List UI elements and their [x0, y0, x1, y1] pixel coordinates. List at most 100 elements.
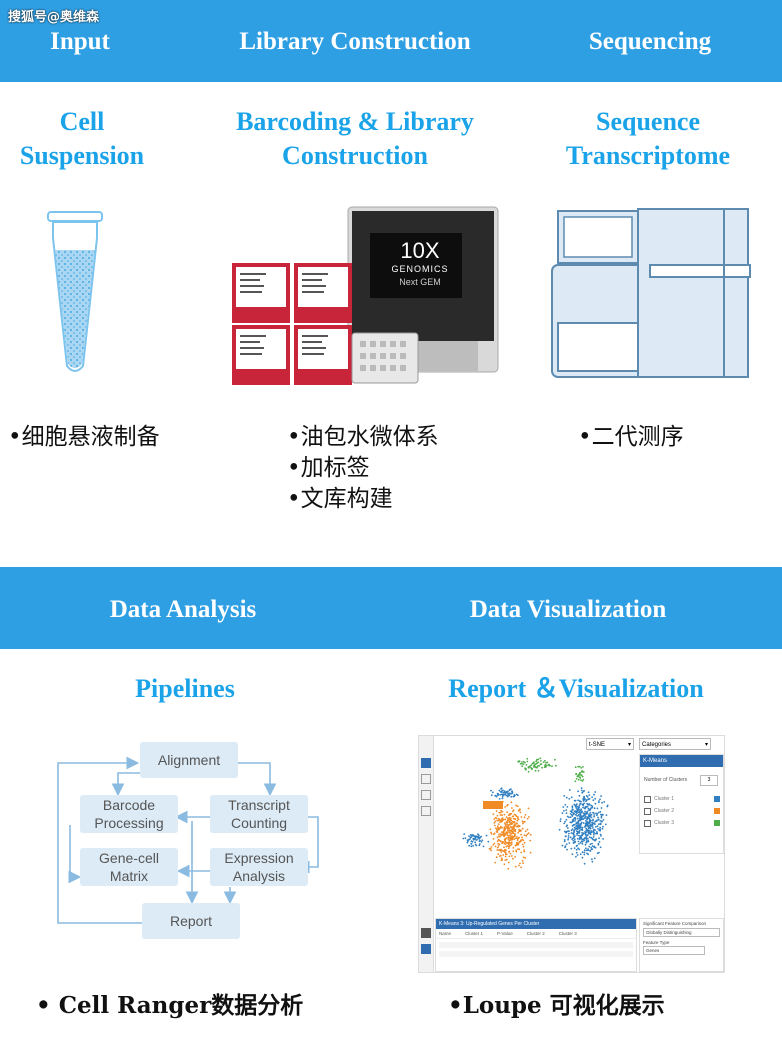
tsne-point [571, 828, 574, 830]
checkbox-icon[interactable] [644, 807, 651, 815]
tsne-point [585, 824, 587, 826]
tsne-point [506, 791, 509, 793]
tsne-point [592, 829, 595, 831]
tsne-point [498, 855, 501, 857]
tsne-point [582, 832, 585, 834]
tsne-point [585, 839, 588, 841]
title-line: Cell [59, 107, 105, 136]
tsne-point [490, 794, 493, 797]
tsne-point [580, 808, 583, 810]
tsne-point [603, 801, 606, 803]
tsne-point [569, 816, 572, 818]
grid-view-icon[interactable] [421, 928, 431, 938]
tsne-point [573, 847, 576, 849]
tsne-point [593, 857, 596, 860]
sig-feature-select[interactable]: Globally Distinguishing [643, 928, 720, 937]
pipeline-label-line: Analysis [232, 868, 286, 884]
tsne-point [586, 824, 589, 827]
feature-type-select[interactable]: Genes [643, 946, 705, 955]
tsne-point [520, 816, 523, 818]
tsne-point [524, 830, 527, 833]
tsne-point [505, 816, 508, 819]
tsne-point [497, 823, 500, 826]
tsne-point [519, 839, 522, 842]
num-clusters-select[interactable]: 3 [700, 775, 718, 786]
pipeline-label-line: Barcode [102, 797, 156, 813]
tsne-point [578, 794, 581, 797]
tsne-point [507, 867, 510, 870]
pan-tool-icon[interactable] [421, 806, 431, 816]
tsne-point [581, 770, 584, 772]
tsne-point [585, 837, 588, 840]
tsne-point [526, 760, 529, 763]
tsne-point [517, 825, 519, 828]
tsne-point [593, 822, 596, 825]
checkbox-icon[interactable] [644, 795, 651, 803]
tsne-point [542, 761, 545, 763]
tsne-point [599, 798, 601, 801]
tsne-point [510, 788, 512, 790]
tsne-point [500, 821, 502, 823]
band-label-input: Input [50, 28, 110, 55]
tsne-point [585, 813, 588, 815]
tsne-point [515, 843, 518, 846]
tsne-point [503, 863, 506, 866]
tsne-point [500, 809, 502, 812]
tsne-point [587, 849, 589, 852]
tsne-point [575, 855, 577, 858]
tsne-point [574, 820, 576, 822]
tsne-point [500, 859, 503, 862]
pipeline-label-line: Transcript [228, 797, 290, 813]
tsne-point [575, 778, 578, 780]
tsne-point [564, 820, 566, 823]
cluster-label: Cluster 1 [654, 796, 675, 802]
tsne-point [544, 764, 546, 767]
tsne-point [599, 810, 602, 813]
tsne-point [495, 795, 498, 798]
tsne-point [588, 824, 590, 827]
cluster-list-item[interactable]: Cluster 3 [644, 817, 720, 829]
tsne-point [592, 818, 594, 821]
tsne-point [570, 796, 573, 799]
tsne-point [510, 843, 513, 845]
tsne-point [580, 787, 583, 789]
tsne-point [518, 836, 520, 839]
tsne-point [598, 823, 600, 826]
list-view-icon[interactable] [421, 944, 431, 954]
tsne-point [593, 834, 595, 836]
tsne-point [503, 850, 505, 852]
tsne-point [571, 806, 574, 809]
tsne-point [581, 817, 583, 820]
tsne-point [576, 815, 578, 817]
tsne-point [516, 837, 519, 840]
chevron-down-icon: ▾ [704, 742, 708, 748]
tsne-point [496, 829, 499, 832]
tsne-point [507, 847, 510, 849]
zoom-tool-icon[interactable] [421, 774, 431, 784]
tsne-point [523, 849, 525, 851]
tsne-point [602, 813, 604, 816]
tsne-point [566, 815, 569, 818]
tsne-point [529, 839, 532, 842]
tsne-point [515, 850, 518, 853]
tsne-point [599, 826, 601, 829]
pipeline-label: Report [169, 913, 213, 929]
categories-select[interactable]: Categories▾ [639, 738, 711, 750]
select-tool-icon[interactable] [421, 758, 431, 768]
cluster-list-item[interactable]: Cluster 1 [644, 793, 720, 805]
tsne-point [470, 845, 473, 848]
device-brand-nextgem: Next GEM [399, 277, 441, 287]
lasso-tool-icon[interactable] [421, 790, 431, 800]
title-line: Construction [282, 141, 428, 170]
tsne-point [526, 817, 529, 820]
checkbox-icon[interactable] [644, 819, 651, 827]
tsne-select[interactable]: t-SNE▾ [586, 738, 634, 750]
tsne-point [575, 848, 578, 851]
tsne-point [586, 822, 588, 825]
cluster-color-swatch [714, 808, 720, 814]
cluster-list-item[interactable]: Cluster 2 [644, 805, 720, 817]
pipeline-label-line: Gene-cell [99, 850, 159, 866]
tsne-point [554, 758, 556, 761]
tsne-point [493, 842, 496, 845]
